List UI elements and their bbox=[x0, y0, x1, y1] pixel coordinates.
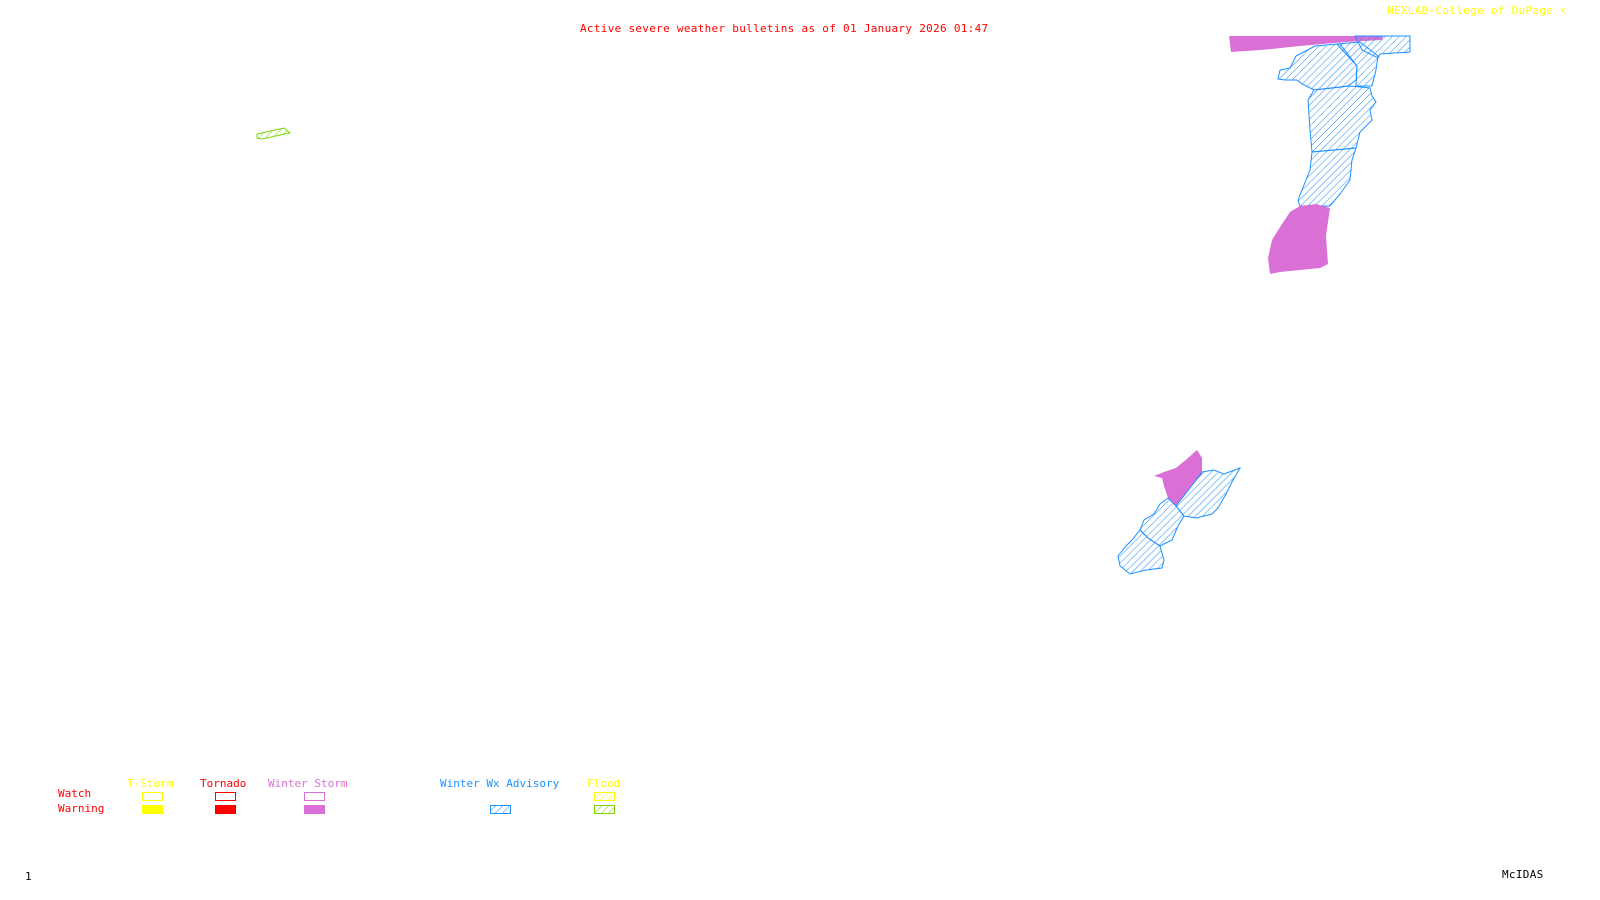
southeast-advisory-counties bbox=[1117, 467, 1242, 575]
northeast-advisory-counties bbox=[1277, 35, 1411, 207]
software-label: McIDAS bbox=[1502, 868, 1544, 881]
legend-tstorm-warning bbox=[142, 805, 163, 814]
legend-label-tstorm: T-Storm bbox=[127, 777, 174, 790]
legend-row-watch: Watch bbox=[58, 787, 92, 800]
legend-winter-storm-warning bbox=[304, 805, 325, 814]
legend-flood-watch bbox=[594, 792, 615, 801]
legend-flood-warning bbox=[594, 805, 615, 814]
legend-tornado-warning bbox=[215, 805, 236, 814]
page-title: Active severe weather bulletins as of 01… bbox=[580, 22, 989, 35]
legend-label-flood: Flood bbox=[587, 777, 621, 790]
northeast-winter-storm-south bbox=[1268, 204, 1330, 274]
northeast-winter-storm-north bbox=[1229, 36, 1383, 52]
legend-label-winter-storm: Winter Storm bbox=[268, 777, 348, 790]
legend-tornado-watch bbox=[215, 792, 236, 801]
legend-label-tornado: Tornado bbox=[200, 777, 247, 790]
legend-winter-storm-watch bbox=[304, 792, 325, 801]
legend-label-winter-wx-advisory: Winter Wx Advisory bbox=[440, 777, 560, 790]
west-flood-area bbox=[256, 127, 292, 140]
legend-row-warning: Warning bbox=[58, 802, 105, 815]
frame-number: 1 bbox=[25, 870, 32, 883]
legend-tstorm-watch bbox=[142, 792, 163, 801]
credit-label: NEXLAB-College of DuPage ↸ bbox=[1387, 4, 1567, 17]
southeast-winter-storm bbox=[1154, 450, 1202, 506]
legend-winter-wx-advisory bbox=[490, 805, 511, 814]
